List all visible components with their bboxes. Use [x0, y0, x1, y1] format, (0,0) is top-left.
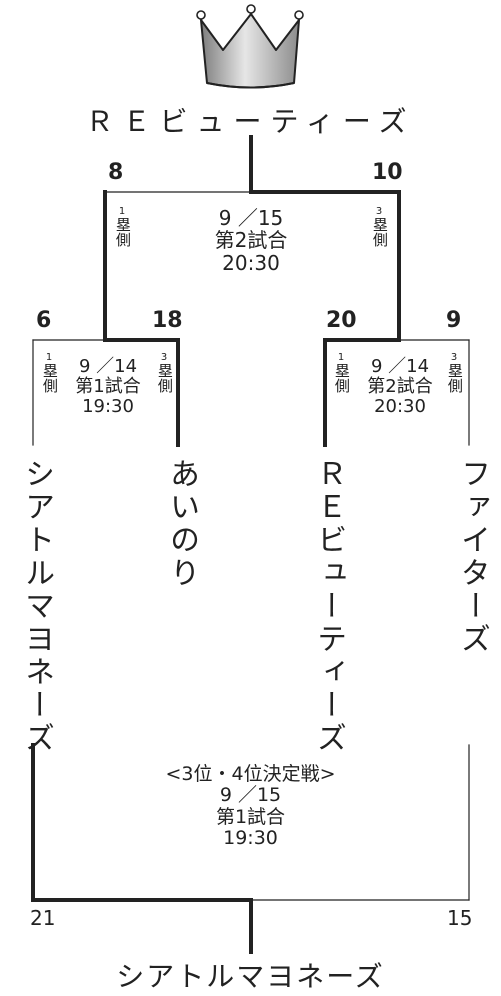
semi-left-right-side-text: 塁側 — [155, 363, 174, 393]
semi-left-game: 第1試合 — [75, 376, 141, 398]
final-game: 第2試合 — [214, 228, 288, 253]
semi-right-game: 第2試合 — [367, 376, 433, 398]
semi-left-right-score: 18 — [152, 308, 183, 333]
semi-right-bracket — [323, 338, 470, 447]
final-left-side-text: 塁側 — [113, 217, 132, 247]
semi-right-date: 9 ／14 — [370, 356, 430, 377]
crown-icon — [196, 4, 304, 89]
semi-left-right-side-num: 3 — [160, 352, 168, 363]
semi-right-time: 20:30 — [374, 396, 426, 418]
semi-left-time: 19:30 — [82, 396, 134, 418]
semi-right-right-score: 9 — [446, 308, 462, 333]
team-name-3: ＲＥビューティーズ — [311, 458, 346, 755]
final-bracket — [103, 135, 401, 342]
semi-left-match-info: 9 ／14 第1試合 19:30 — [58, 356, 158, 418]
semi-right-left-side-text: 塁側 — [332, 363, 351, 393]
semi-right-left-score: 20 — [326, 308, 357, 333]
semi-left-left-score: 6 — [36, 308, 52, 333]
semi-left-left-side-text: 塁側 — [40, 363, 59, 393]
final-time: 20:30 — [222, 250, 280, 275]
final-right-score: 10 — [372, 160, 403, 185]
champion-name: ＲＥビューティーズ — [85, 105, 416, 138]
semi-right-right-side: 3 塁側 — [445, 352, 464, 397]
third-place-left-score: 21 — [30, 906, 56, 930]
final-right-side-text: 塁側 — [370, 217, 389, 247]
final-date: 9 ／15 — [218, 206, 284, 230]
third-place-winner: シアトルマヨネーズ — [116, 960, 385, 993]
third-place-time: 19:30 — [223, 826, 278, 849]
final-match-info: 9 ／15 第2試合 20:30 — [176, 206, 326, 275]
final-right-side-num: 3 — [375, 206, 383, 217]
third-place-title: <3位・4位決定戦> — [165, 763, 336, 785]
final-left-score: 8 — [108, 160, 124, 185]
team-name-4: ファイターズ — [455, 458, 490, 656]
final-left-side-num: 1 — [118, 206, 126, 217]
semi-right-match-info: 9 ／14 第2試合 20:30 — [350, 356, 450, 418]
semi-left-bracket — [32, 338, 180, 447]
semi-left-right-side: 3 塁側 — [155, 352, 174, 397]
third-place-bracket — [31, 743, 470, 954]
semi-left-left-side: 1 塁側 — [40, 352, 59, 397]
team-name-2: あいのり — [164, 458, 199, 590]
semi-right-right-side-num: 3 — [450, 352, 458, 363]
final-right-side: 3 塁側 — [369, 207, 389, 251]
third-place-right-score: 15 — [447, 906, 473, 930]
team-name-1: シアトルマヨネーズ — [19, 458, 54, 755]
third-place-info: <3位・4位決定戦> 9 ／15 第1試合 19:30 — [100, 763, 401, 849]
semi-right-left-side: 1 塁側 — [332, 352, 351, 397]
final-left-side: 1 塁側 — [112, 207, 132, 251]
semi-left-date: 9 ／14 — [78, 356, 138, 377]
semi-right-right-side-text: 塁側 — [445, 363, 464, 393]
semi-left-left-side-num: 1 — [45, 352, 53, 363]
third-place-game: 第1試合 — [215, 805, 286, 828]
semi-right-left-side-num: 1 — [337, 352, 345, 363]
third-place-date: 9 ／15 — [219, 784, 282, 807]
